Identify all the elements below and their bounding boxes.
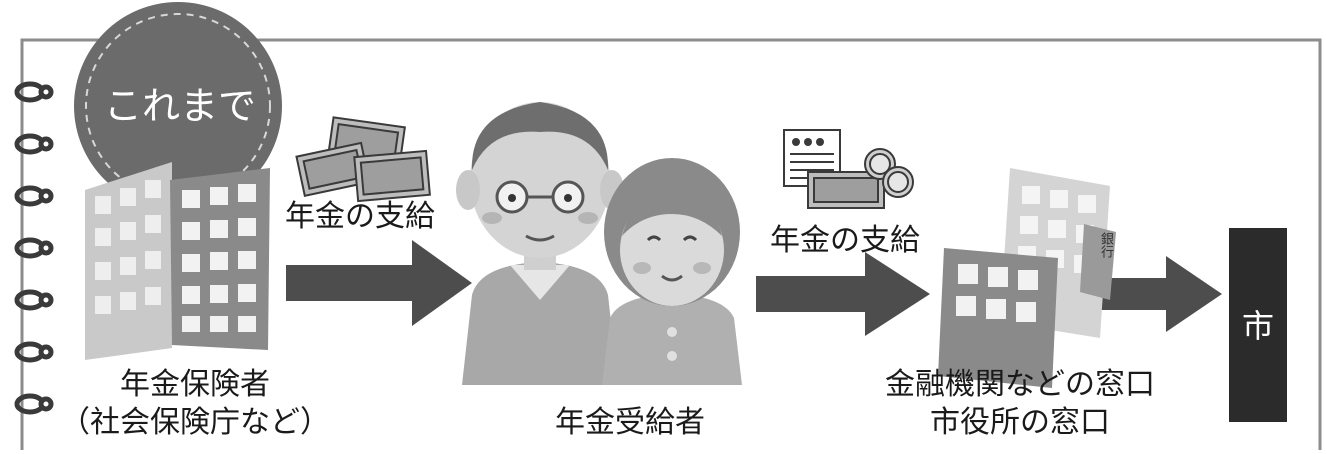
elderly-man-icon bbox=[456, 102, 624, 385]
badge-label: これまで bbox=[103, 84, 256, 128]
payment-label-right: 年金の支給 bbox=[770, 223, 920, 258]
elderly-woman-icon bbox=[602, 158, 742, 385]
city-label: 市 bbox=[1241, 307, 1274, 345]
binder-ring bbox=[14, 393, 54, 415]
notebook-frame bbox=[20, 38, 1322, 450]
arrow-insurer-to-recipient bbox=[286, 240, 472, 326]
insurer-label-line1: 年金保険者 bbox=[120, 367, 270, 402]
recipient-label: 年金受給者 bbox=[555, 405, 705, 440]
insurer-buildings-icon bbox=[85, 162, 270, 360]
binder-ring bbox=[14, 185, 54, 207]
window-label-line2: 市役所の窓口 bbox=[930, 405, 1110, 440]
insurer-label-line2: （社会保険庁など） bbox=[60, 405, 330, 440]
payment-label-left: 年金の支給 bbox=[285, 199, 435, 234]
binder-ring bbox=[14, 81, 54, 103]
coins-icon bbox=[864, 148, 914, 198]
banknotes-icon bbox=[295, 116, 431, 203]
banknote-icon bbox=[807, 171, 885, 209]
binder-ring bbox=[14, 237, 54, 259]
bank-buildings-icon bbox=[938, 168, 1116, 388]
arrow-window-to-city bbox=[1096, 256, 1222, 332]
binder-ring bbox=[14, 341, 54, 363]
binder-rings bbox=[14, 81, 54, 415]
binder-ring bbox=[14, 289, 54, 311]
window-label-line1: 金融機関などの窓口 bbox=[885, 367, 1155, 402]
arrow-recipient-to-window bbox=[756, 252, 930, 336]
binder-ring bbox=[14, 133, 54, 155]
city-box: 市 bbox=[1229, 228, 1287, 422]
bank-sign: 銀行 bbox=[1098, 232, 1113, 258]
